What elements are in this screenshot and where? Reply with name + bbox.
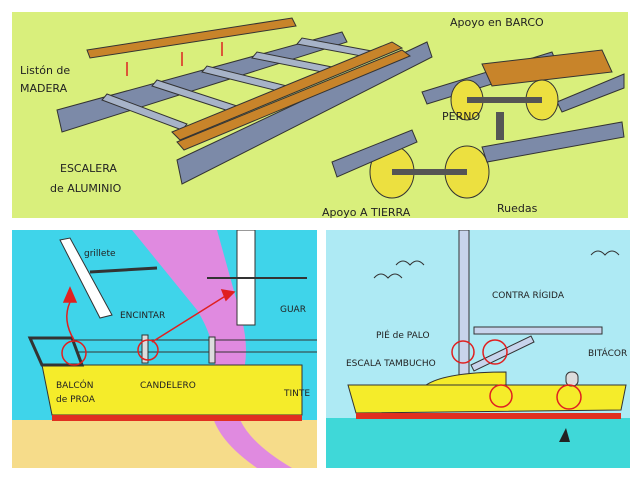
label-liston: Listón de — [20, 64, 70, 77]
label-guar: GUAR — [280, 305, 306, 315]
hull — [347, 384, 627, 414]
label-ruedas: Ruedas — [497, 202, 538, 215]
binnacle — [565, 371, 579, 387]
label-aluminio: de ALUMINIO — [50, 182, 122, 195]
label-contra-rigida: CONTRA RÍGIDA — [492, 289, 565, 301]
forestay — [59, 237, 113, 319]
label-de-proa: de PROA — [56, 395, 96, 405]
red-arrows — [62, 286, 236, 343]
bow-detail-panel: grillete ENCINTAR GUAR BALCÓN de PROA CA… — [12, 230, 317, 468]
stanchion — [141, 334, 149, 364]
label-bitacora: BITÁCOR — [588, 347, 627, 359]
cabin — [424, 371, 507, 386]
rigid-vang — [470, 335, 535, 372]
shark-fin — [559, 428, 570, 442]
label-tinte: TINTE — [283, 389, 310, 399]
label-grillete: grillete — [84, 249, 116, 259]
boat-support-rail-2 — [556, 73, 625, 113]
label-balcon: BALCÓN — [56, 379, 93, 391]
down-arrows — [126, 42, 223, 76]
label-apoyo-barco: Apoyo en BARCO — [450, 16, 544, 29]
highlight-circles — [61, 339, 159, 366]
bow-drawing: grillete ENCINTAR GUAR BALCÓN de PROA CA… — [12, 230, 317, 468]
highlight-circles — [451, 339, 582, 410]
sea — [326, 418, 630, 468]
ladder-rungs — [101, 37, 378, 131]
label-apoyo-tierra: Apoyo A TIERRA — [322, 206, 411, 218]
boom — [473, 326, 603, 335]
label-pie-de-palo: PIÉ de PALO — [376, 329, 430, 341]
wood-slats — [171, 41, 412, 151]
loose-wood-plank — [86, 17, 297, 59]
bow-pulpit — [27, 336, 85, 367]
ground-support-rail — [331, 129, 418, 178]
ladder-illustration-panel: Listón de MADERA ESCALERA de ALUMINIO Ap… — [12, 12, 628, 218]
label-encintar: ENCINTAR — [120, 311, 165, 321]
label-escalera: ESCALERA — [60, 162, 117, 175]
label-escala-tambucho: ESCALA TAMBUCHO — [346, 359, 436, 369]
birds — [373, 250, 620, 279]
deck-detail-panel: CONTRA RÍGIDA PIÉ de PALO ESCALA TAMBUCH… — [326, 230, 630, 468]
label-perno: PERNO — [442, 110, 480, 123]
mast — [458, 230, 470, 381]
ladder-drawing: Listón de MADERA ESCALERA de ALUMINIO Ap… — [20, 16, 625, 218]
label-candelero: CANDELERO — [140, 381, 196, 391]
deck-drawing: CONTRA RÍGIDA PIÉ de PALO ESCALA TAMBUCH… — [326, 230, 630, 468]
label-madera-text: MADERA — [20, 82, 68, 95]
